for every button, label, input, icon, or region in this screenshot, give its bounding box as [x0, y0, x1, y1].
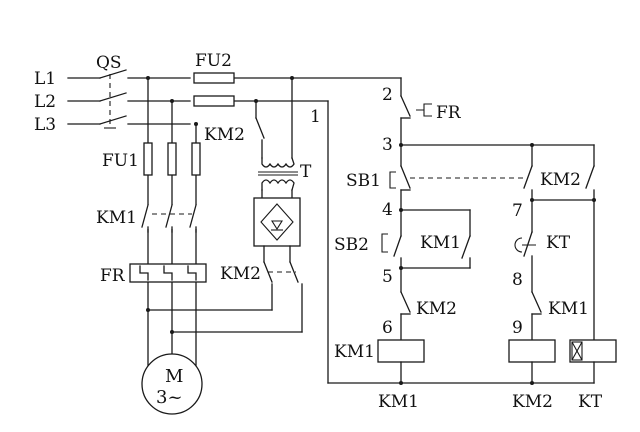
km2-brake-label: KM2 — [220, 264, 261, 284]
node-7-label: 7 — [512, 201, 523, 221]
km2-hold-label: KM2 — [540, 170, 581, 190]
line-label-l2: L2 — [34, 92, 56, 112]
qs-switch — [99, 69, 127, 129]
node-8-label: 8 — [512, 270, 523, 290]
motor-m-label: M — [165, 366, 183, 387]
sb2-label: SB2 — [334, 235, 369, 255]
control-circuit — [377, 77, 617, 385]
node-9-label: 9 — [512, 318, 523, 338]
motor — [141, 353, 203, 415]
sb1-label: SB1 — [346, 171, 381, 191]
km1-coil-label: KM1 — [334, 342, 375, 362]
km1-main-contacts — [140, 204, 202, 233]
km1-interlock-label: KM1 — [548, 299, 589, 319]
bottom-km2-label: KM2 — [512, 392, 553, 412]
transformer-label: T — [300, 162, 312, 182]
km2-top-label: KM2 — [204, 125, 245, 145]
node-5-label: 5 — [382, 267, 393, 287]
km1-main-label: KM1 — [96, 208, 137, 228]
node-1-label: 1 — [310, 107, 321, 127]
fr-thermal-relay — [129, 263, 207, 283]
node-4-label: 4 — [382, 200, 393, 220]
node-2-label: 2 — [382, 85, 393, 105]
fu1-label: FU1 — [102, 151, 139, 171]
supply-lines — [67, 77, 402, 125]
fr-contact-label: FR — [436, 103, 462, 123]
bottom-km1-label: KM1 — [378, 392, 419, 412]
motor-phase-label: 3~ — [156, 387, 183, 408]
line-label-l3: L3 — [34, 115, 56, 135]
kt-contact-label: KT — [546, 233, 571, 253]
bottom-kt-label: KT — [578, 392, 603, 412]
km2-interlock-label: KM2 — [416, 299, 457, 319]
node-6-label: 6 — [382, 318, 393, 338]
braking-branch — [146, 76, 303, 334]
qs-label: QS — [96, 53, 122, 73]
fu1-fuses — [143, 142, 201, 176]
return-wire — [327, 100, 595, 384]
fr-main-label: FR — [100, 266, 126, 286]
line-label-l1: L1 — [34, 69, 56, 89]
node-3-label: 3 — [382, 135, 393, 155]
km1-hold-label: KM1 — [420, 233, 461, 253]
fu2-fuses — [193, 72, 235, 107]
fu2-label: FU2 — [195, 51, 232, 71]
